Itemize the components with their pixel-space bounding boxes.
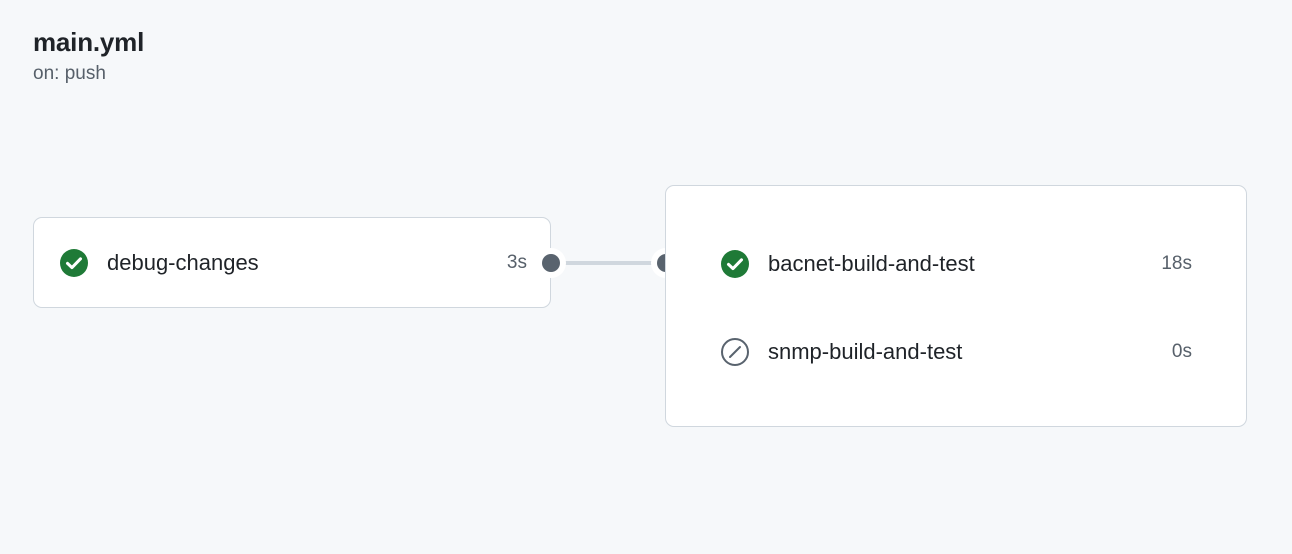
workflow-title: main.yml xyxy=(33,27,145,57)
check-circle-icon xyxy=(60,249,88,277)
job-name: bacnet-build-and-test xyxy=(768,251,975,276)
job-name: debug-changes xyxy=(107,250,259,275)
job-duration: 3s xyxy=(506,252,527,273)
job-node-build-group[interactable]: bacnet-build-and-test 18s snmp-build-and… xyxy=(665,185,1247,427)
workflow-header: main.yml on: push xyxy=(33,26,144,86)
workflow-trigger-subtitle: on: push xyxy=(33,63,106,84)
connector-dot-source[interactable] xyxy=(536,248,566,278)
job-node-debug-changes[interactable]: debug-changes 3s xyxy=(33,217,551,308)
skipped-circle-icon xyxy=(721,338,749,366)
job-duration: 18s xyxy=(1161,253,1192,274)
job-name: snmp-build-and-test xyxy=(768,339,963,364)
job-row[interactable]: snmp-build-and-test 0s xyxy=(720,332,1192,372)
job-duration: 0s xyxy=(1171,341,1192,362)
edge-debug-changes-to-build-group xyxy=(551,261,666,265)
check-circle-icon xyxy=(721,250,749,278)
job-row[interactable]: debug-changes 3s xyxy=(59,243,527,283)
job-row[interactable]: bacnet-build-and-test 18s xyxy=(720,244,1192,284)
